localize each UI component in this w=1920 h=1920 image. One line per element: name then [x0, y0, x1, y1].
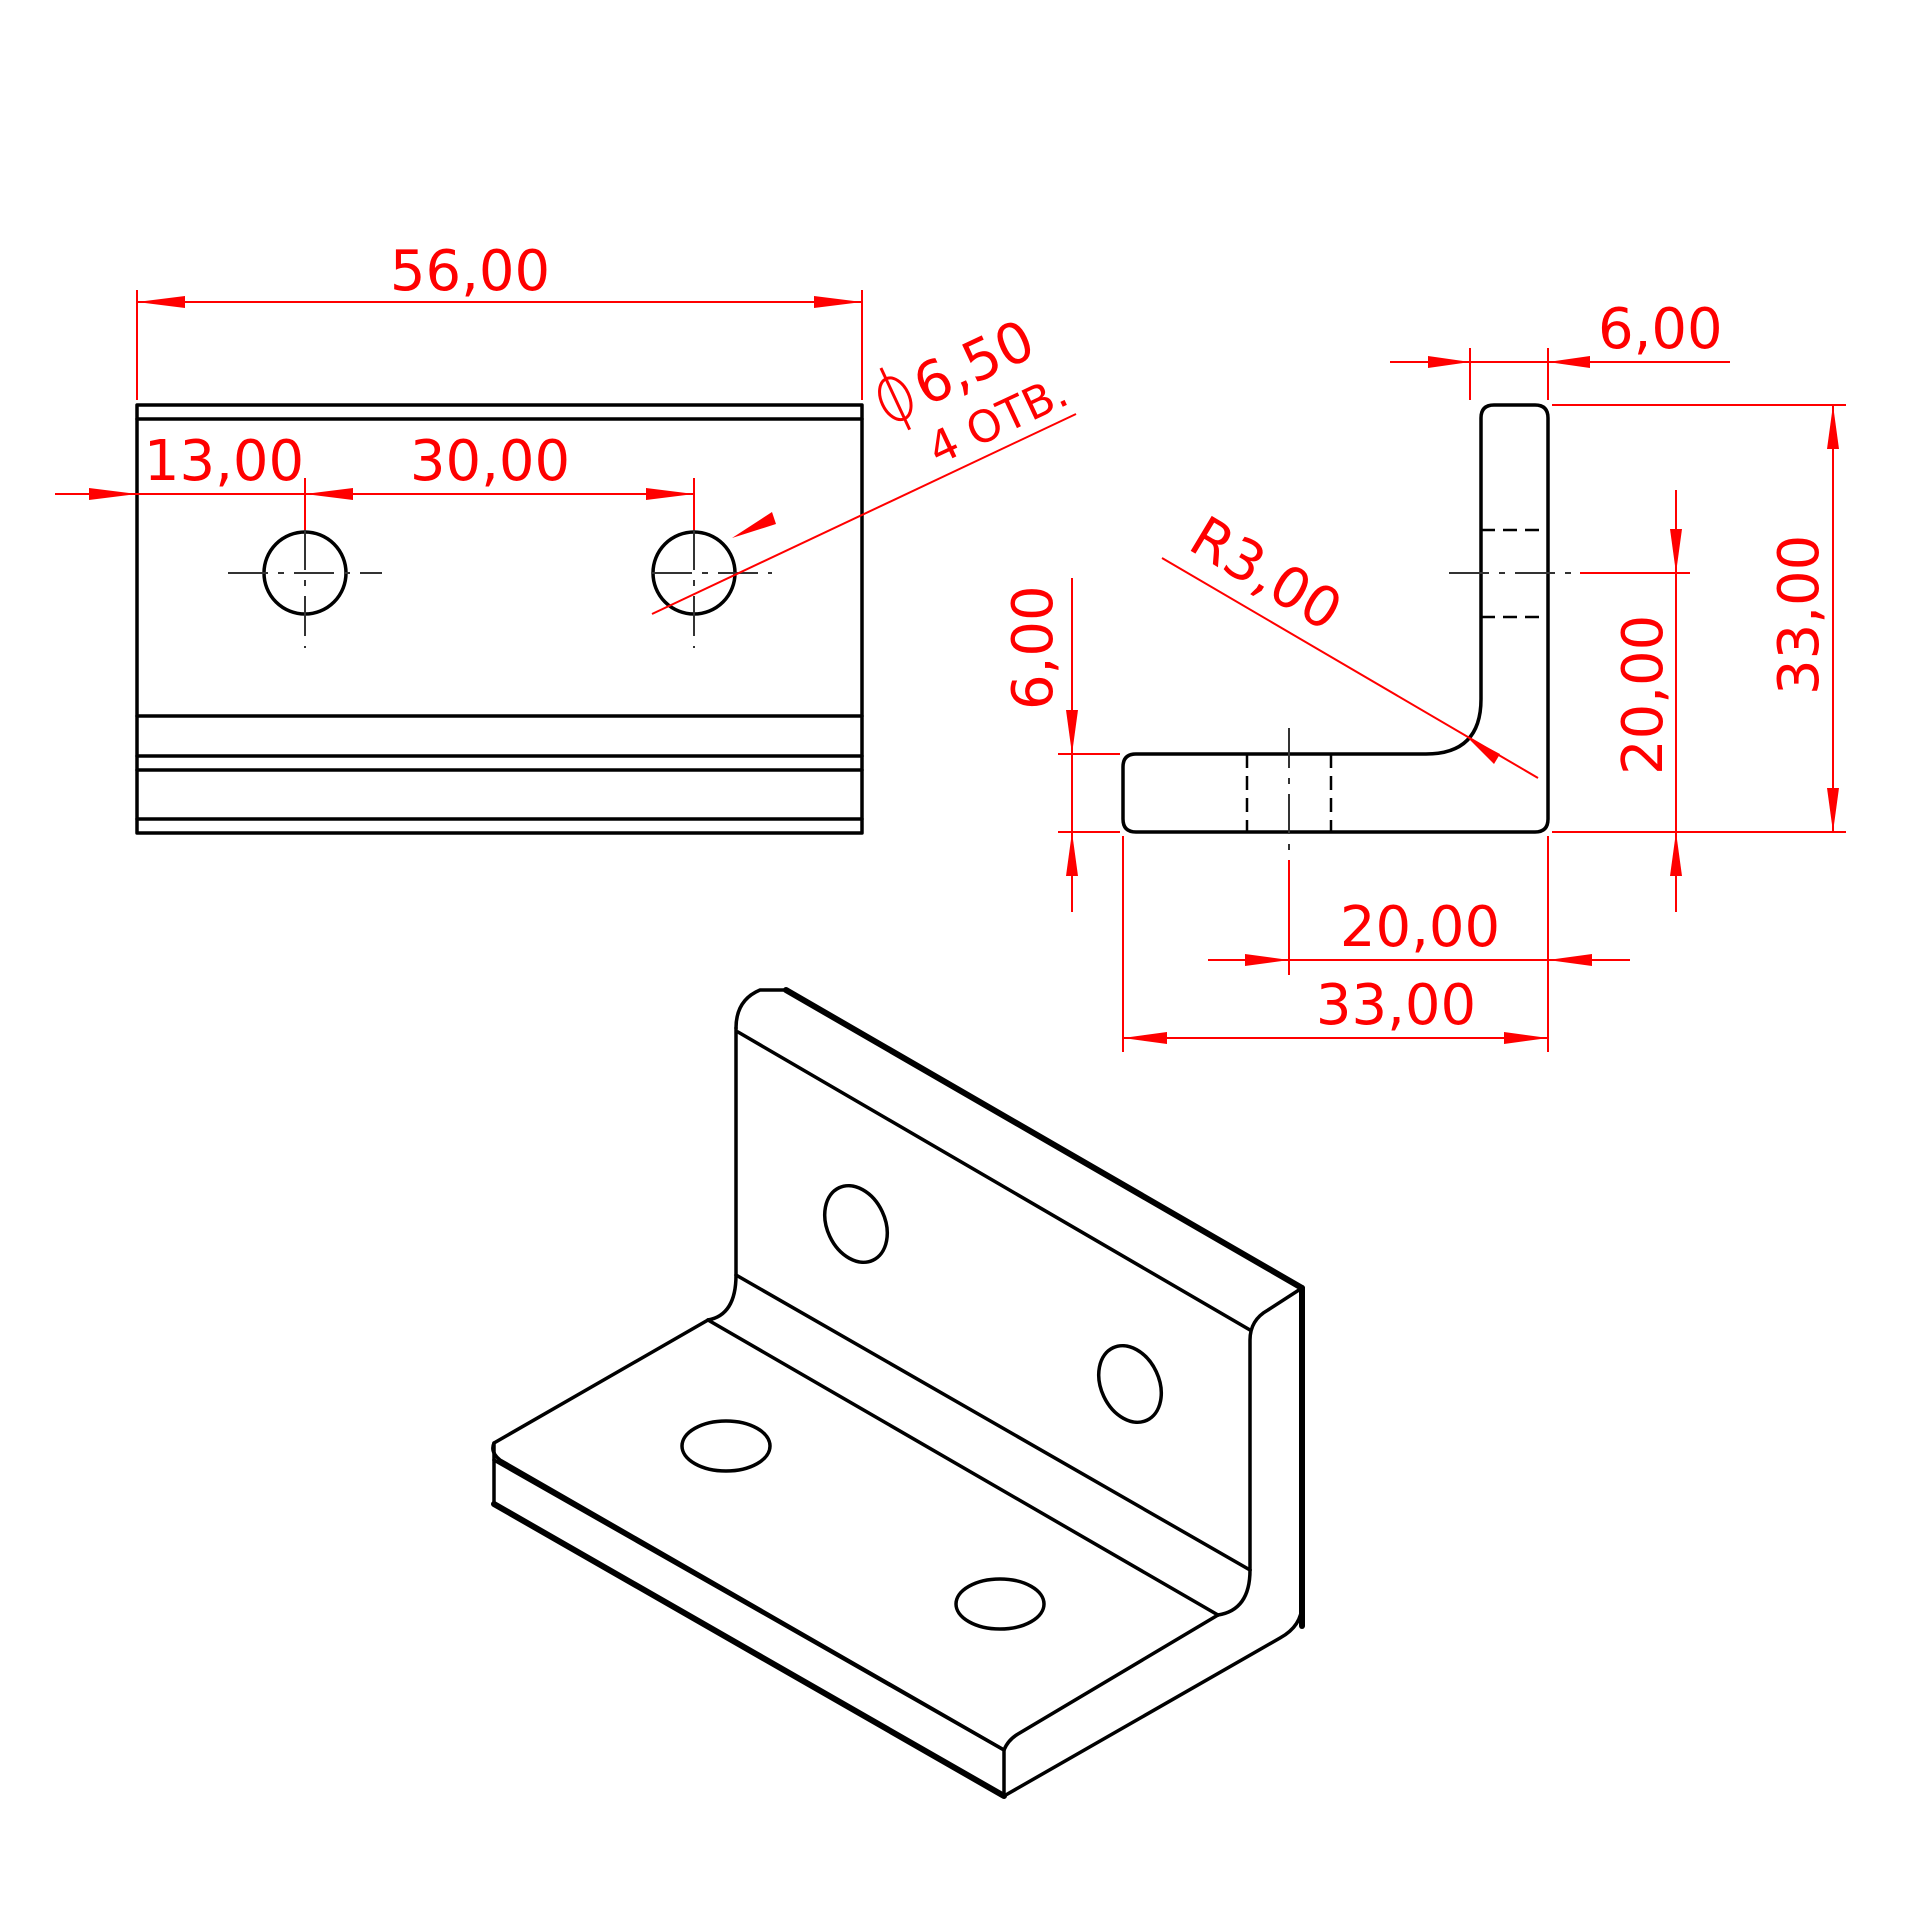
dimension-hole-height: 20,00 [1552, 490, 1690, 912]
dimension-thickness-vertical: 6,00 [1390, 297, 1730, 400]
iso-hole-vertical-right [1097, 1343, 1163, 1425]
dim-thickness-vertical-label: 6,00 [1598, 297, 1723, 362]
dimension-overall-width: 56,00 [136, 239, 863, 400]
dimension-overall-height: 33,00 [1552, 404, 1846, 833]
dim-bend-radius-label: R3,00 [1179, 504, 1353, 644]
iso-hole-vertical-left [823, 1183, 889, 1265]
dim-overall-depth-label: 33,00 [1316, 973, 1476, 1038]
dimension-hole-distance: 20,00 [1208, 836, 1630, 1052]
dim-overall-width-label: 56,00 [390, 239, 550, 304]
front-view-outline [135, 403, 864, 835]
iso-inner-bend-curve [1216, 1568, 1252, 1617]
dimension-overall-depth: 33,00 [1122, 836, 1548, 1052]
dim-hole-distance-label: 20,00 [1340, 895, 1500, 960]
side-view-profile [1121, 403, 1550, 834]
dimension-hole-diameter: 6,50 4 ОТВ. [651, 308, 1077, 615]
iso-vertical-flange-top [734, 988, 1304, 1572]
iso-vertical-flange-face [706, 1026, 738, 1322]
front-view: 56,00 13,00 30,00 6,50 4 ОТВ. [55, 239, 1077, 835]
side-view: 6,00 R3,00 6,00 20,00 [1001, 297, 1846, 1052]
iso-outer-bend [1002, 1602, 1304, 1798]
iso-horizontal-flange-front-top [492, 1458, 1006, 1752]
iso-hole-horizontal-right [954, 1577, 1046, 1631]
iso-vertical-flange-top-chamfer [736, 1030, 1252, 1332]
dim-hole-offset-label: 13,00 [144, 429, 304, 494]
dim-hole-height-label: 20,00 [1611, 615, 1676, 775]
dim-hole-spacing-label: 30,00 [410, 429, 570, 494]
iso-horizontal-flange-top [491, 1318, 1220, 1752]
iso-inner-bend-lower [706, 1318, 1220, 1617]
iso-inner-bend-upper [734, 1273, 1252, 1572]
isometric-view [491, 987, 1305, 1799]
iso-vertical-flange-back-edge [783, 987, 1305, 1291]
iso-hole-horizontal-left [680, 1419, 772, 1473]
dimension-thickness-horizontal: 6,00 [1001, 578, 1120, 912]
dim-thickness-horizontal-label: 6,00 [1001, 585, 1066, 710]
dim-overall-height-label: 33,00 [1767, 535, 1832, 695]
iso-horizontal-flange-front-bottom [491, 1501, 1007, 1799]
diameter-symbol-slash [879, 367, 912, 431]
dimension-hole-positions: 13,00 30,00 [55, 429, 695, 530]
